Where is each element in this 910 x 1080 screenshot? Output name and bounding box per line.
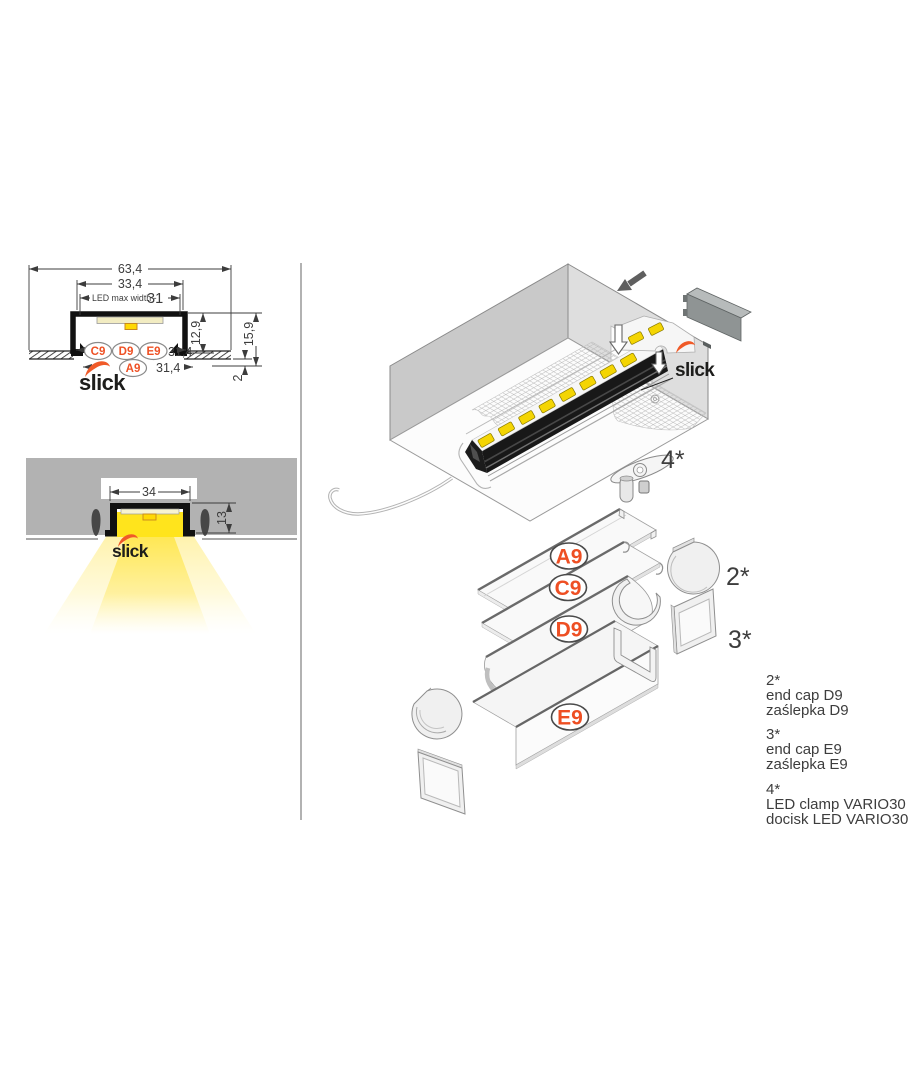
legend-4-ref: 4* bbox=[766, 781, 780, 798]
end-cap-e9-right bbox=[670, 588, 717, 655]
dim-led-width-label: LED max width - bbox=[92, 293, 157, 303]
led-wire bbox=[328, 476, 454, 516]
plaster-mesh bbox=[471, 341, 707, 431]
legend: 2* end cap D9 zaślepka D9 3* end cap E9 … bbox=[766, 672, 908, 828]
led-chips bbox=[477, 352, 637, 448]
label-d9: D9 bbox=[556, 619, 583, 642]
badge-e9: E9 bbox=[146, 346, 160, 358]
dim-depth-inner-value: 12,9 bbox=[189, 321, 203, 345]
mounting-clips bbox=[91, 509, 210, 536]
dim-total-width-value: 63,4 bbox=[118, 262, 142, 276]
dimension-depth-total: 15,9 bbox=[212, 313, 262, 367]
clamp-nut bbox=[638, 480, 650, 494]
cross-section-diagram: 63,4 33,4 LED max width - 31 12,9 15,9 2 bbox=[28, 262, 262, 395]
part-labels: A9 C9 D9 E9 bbox=[548, 542, 590, 731]
callout-2: 2* bbox=[726, 563, 750, 591]
slick-logo-text: slick bbox=[112, 541, 149, 561]
legend-2-en: end cap D9 bbox=[766, 687, 843, 704]
variant-badges: C9 D9 E9 A9 bbox=[83, 341, 168, 378]
label-c9: C9 bbox=[555, 577, 582, 600]
legend-4-en: LED clamp VARIO30 bbox=[766, 796, 906, 813]
legend-4-pl: docisk LED VARIO30 bbox=[766, 811, 908, 828]
led-clamp: 4* bbox=[610, 446, 685, 503]
dimension-installed-width: 34 bbox=[101, 478, 197, 501]
end-cap-e9-left bbox=[417, 748, 466, 815]
installed-profile bbox=[105, 503, 195, 537]
led-strip-cross-section bbox=[96, 316, 164, 330]
callout-3: 3* bbox=[728, 626, 752, 654]
slide-arrow bbox=[617, 270, 647, 291]
slick-logo-installed: slick bbox=[112, 534, 149, 561]
dimension-depth-inner: 12,9 bbox=[188, 312, 262, 354]
legend-3-en: end cap E9 bbox=[766, 741, 842, 758]
slick-logo-3d: slick bbox=[640, 341, 716, 391]
end-cap-d9-left bbox=[411, 687, 463, 740]
ceiling-hatch bbox=[29, 350, 231, 360]
end-cap-d9-right bbox=[667, 537, 720, 595]
badge-d9: D9 bbox=[119, 346, 134, 358]
slick-logo-text: slick bbox=[675, 360, 715, 381]
label-e9: E9 bbox=[557, 707, 583, 730]
legend-2-pl: zaślepka D9 bbox=[766, 702, 849, 719]
dim-inner-width-value: 33,4 bbox=[118, 277, 142, 291]
insert-direction-arrows bbox=[608, 324, 667, 375]
badge-c9: C9 bbox=[91, 346, 106, 358]
down-arrow-icon bbox=[651, 351, 667, 375]
dimension-led-max-width: LED max width - 31 bbox=[79, 291, 181, 315]
led-wire-inner bbox=[329, 477, 453, 515]
slick-logo-text: slick bbox=[79, 370, 126, 395]
legend-3-ref: 3* bbox=[766, 726, 780, 743]
legend-3-pl: zaślepka E9 bbox=[766, 756, 848, 773]
dimension-total-width: 63,4 bbox=[28, 262, 232, 350]
dimension-lip: 2 bbox=[231, 350, 252, 381]
dimension-inner-width: 33,4 bbox=[76, 277, 184, 310]
label-a9: A9 bbox=[556, 546, 583, 569]
exploded-view: slick 4* bbox=[328, 263, 752, 815]
dimension-installed-depth: 13 bbox=[192, 502, 238, 534]
down-arrow-icon bbox=[608, 324, 629, 355]
part-e9-channel bbox=[472, 620, 659, 770]
installed-view-diagram: 34 13 slick bbox=[26, 458, 297, 634]
legend-2-ref: 2* bbox=[766, 672, 780, 689]
dimension-flange-rows: 31,4 31,4 bbox=[76, 345, 193, 375]
arrow-icon bbox=[617, 279, 632, 291]
slick-logo-top: slick bbox=[79, 361, 127, 395]
dim-installed-depth-value: 13 bbox=[215, 511, 229, 525]
dim-led-width-value: 31 bbox=[147, 291, 163, 307]
dim-flange-row1-value: 31,4 bbox=[168, 345, 192, 359]
end-cap-floating bbox=[683, 287, 752, 349]
dim-installed-width-value: 34 bbox=[142, 485, 156, 499]
dim-lip-value: 2 bbox=[231, 374, 245, 381]
badge-a9: A9 bbox=[126, 363, 141, 375]
dim-depth-total-value: 15,9 bbox=[242, 322, 256, 346]
callout-4: 4* bbox=[661, 446, 685, 474]
dim-flange-row2-value: 31,4 bbox=[156, 361, 180, 375]
flange-exit-tab bbox=[615, 315, 696, 354]
